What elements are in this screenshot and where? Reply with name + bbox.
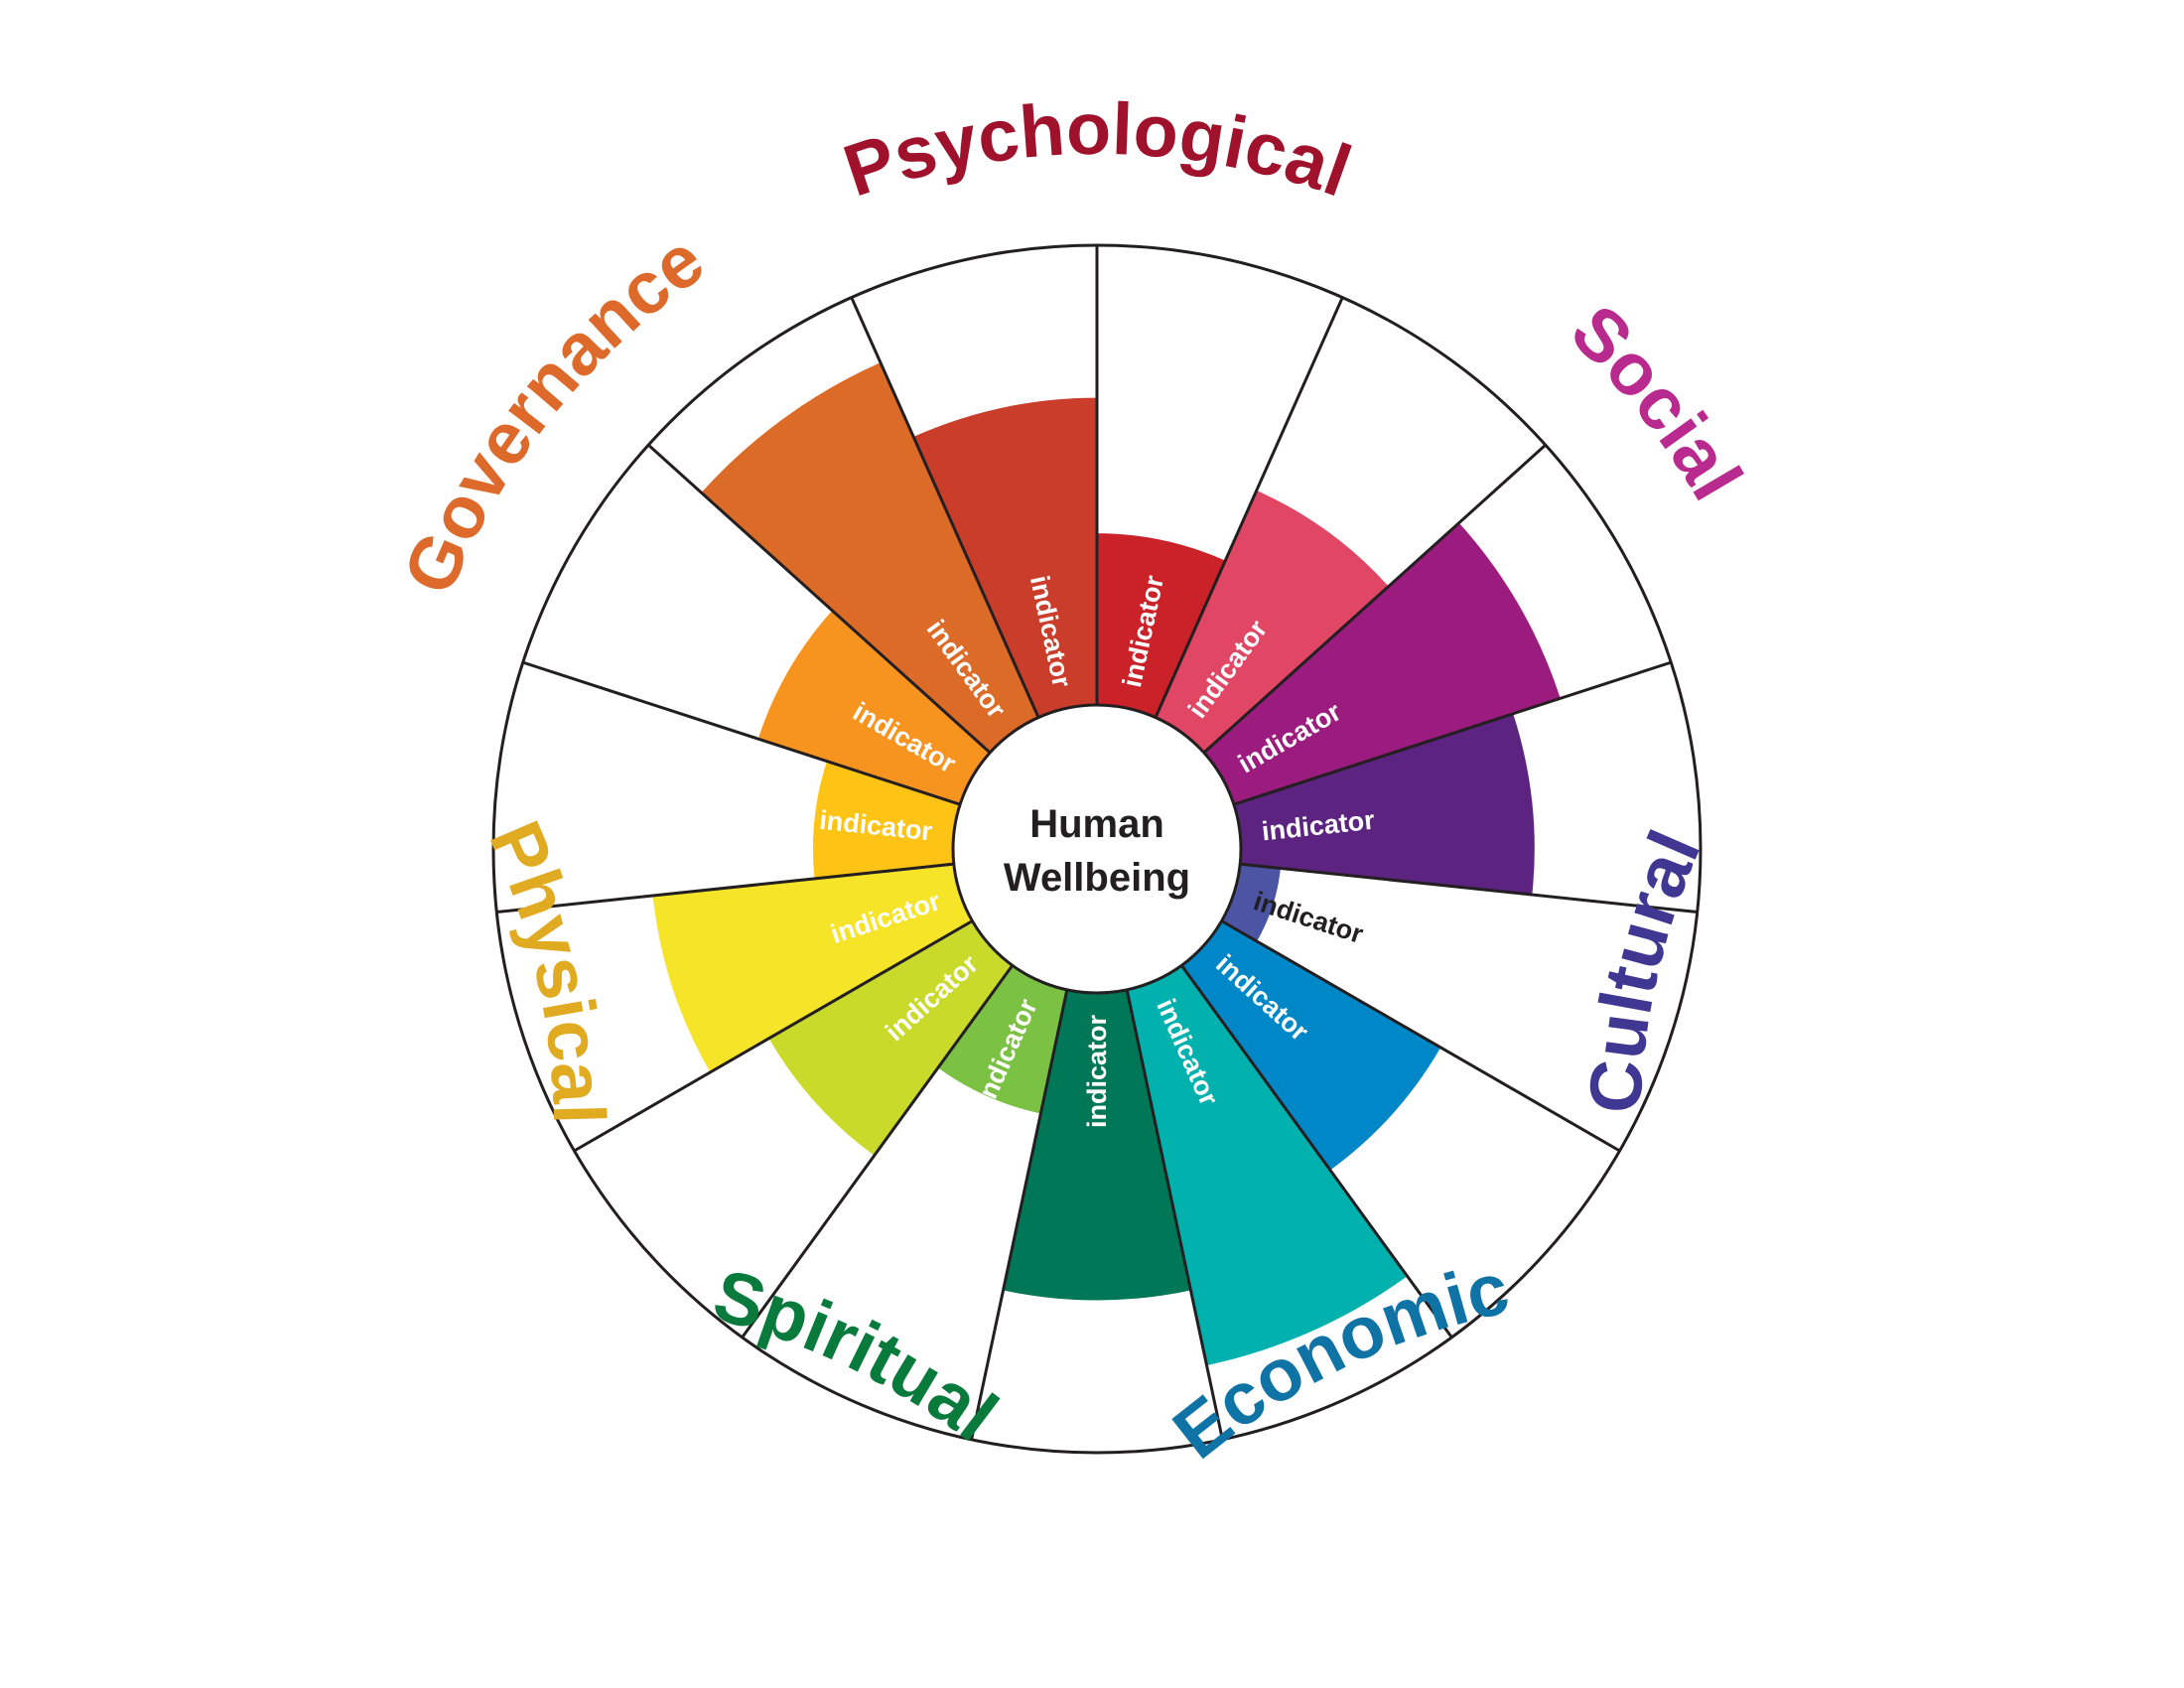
spoke-line-5 (1240, 862, 1698, 914)
spoke-line-14 (647, 444, 992, 755)
center-title-line1: Human (1029, 802, 1164, 846)
category-label-cultural: Cultural (1573, 819, 1716, 1116)
spoke-line-7 (1180, 964, 1453, 1338)
category-label-text: Governance (387, 217, 719, 605)
indicator-wedge-15 (913, 397, 1097, 718)
indicator-wedge-6 (1181, 920, 1441, 1171)
category-label-psychological: Psychological (834, 87, 1361, 212)
spoke-line-6 (1220, 919, 1621, 1153)
spoke-line-3 (1202, 444, 1547, 755)
spoke-line-11 (573, 919, 974, 1153)
category-label-text: Physical (474, 810, 620, 1125)
indicator-fills (652, 362, 1561, 1366)
center-hub (951, 703, 1243, 995)
indicator-wedge-14 (701, 362, 1039, 753)
indicator-wedge-3 (1203, 522, 1561, 805)
spoke-line-2 (1154, 296, 1344, 719)
spoke-line-9 (970, 989, 1069, 1441)
indicator-wedge-5 (1221, 864, 1281, 941)
category-label-text: Psychological (834, 87, 1361, 212)
spoke-line-4 (1233, 660, 1672, 806)
category-label-social: Social (1556, 289, 1758, 513)
indicator-label-5: indicator (1250, 886, 1367, 949)
indicator-wedge-2 (1155, 490, 1389, 753)
indicator-label-8: indicator (1082, 1015, 1112, 1129)
spoke-line-15 (850, 296, 1040, 719)
spokes (496, 245, 1698, 1441)
spoke-line-13 (522, 660, 961, 806)
spoke-line-10 (741, 964, 1014, 1338)
category-label-text: Cultural (1573, 819, 1716, 1116)
indicator-wedge-4 (1233, 713, 1535, 896)
spoke-line-12 (496, 862, 954, 914)
indicator-wedge-10 (768, 920, 1013, 1156)
indicator-wedge-11 (652, 864, 973, 1072)
category-label-governance: Governance (387, 217, 719, 605)
center-title-line2: Wellbeing (1004, 856, 1190, 900)
indicator-wedge-1 (1097, 533, 1226, 718)
category-label-physical: Physical (474, 810, 620, 1125)
indicator-wedge-8 (1003, 989, 1191, 1301)
category-label-text: Spiritual (705, 1253, 1012, 1457)
indicator-wedge-12 (812, 761, 961, 879)
indicator-wedge-13 (757, 610, 991, 805)
indicator-wedge-9 (937, 965, 1067, 1114)
category-label-text: Social (1556, 289, 1758, 513)
indicator-wedge-7 (1127, 965, 1408, 1366)
category-label-spiritual: Spiritual (705, 1253, 1012, 1457)
spoke-line-8 (1125, 989, 1224, 1441)
